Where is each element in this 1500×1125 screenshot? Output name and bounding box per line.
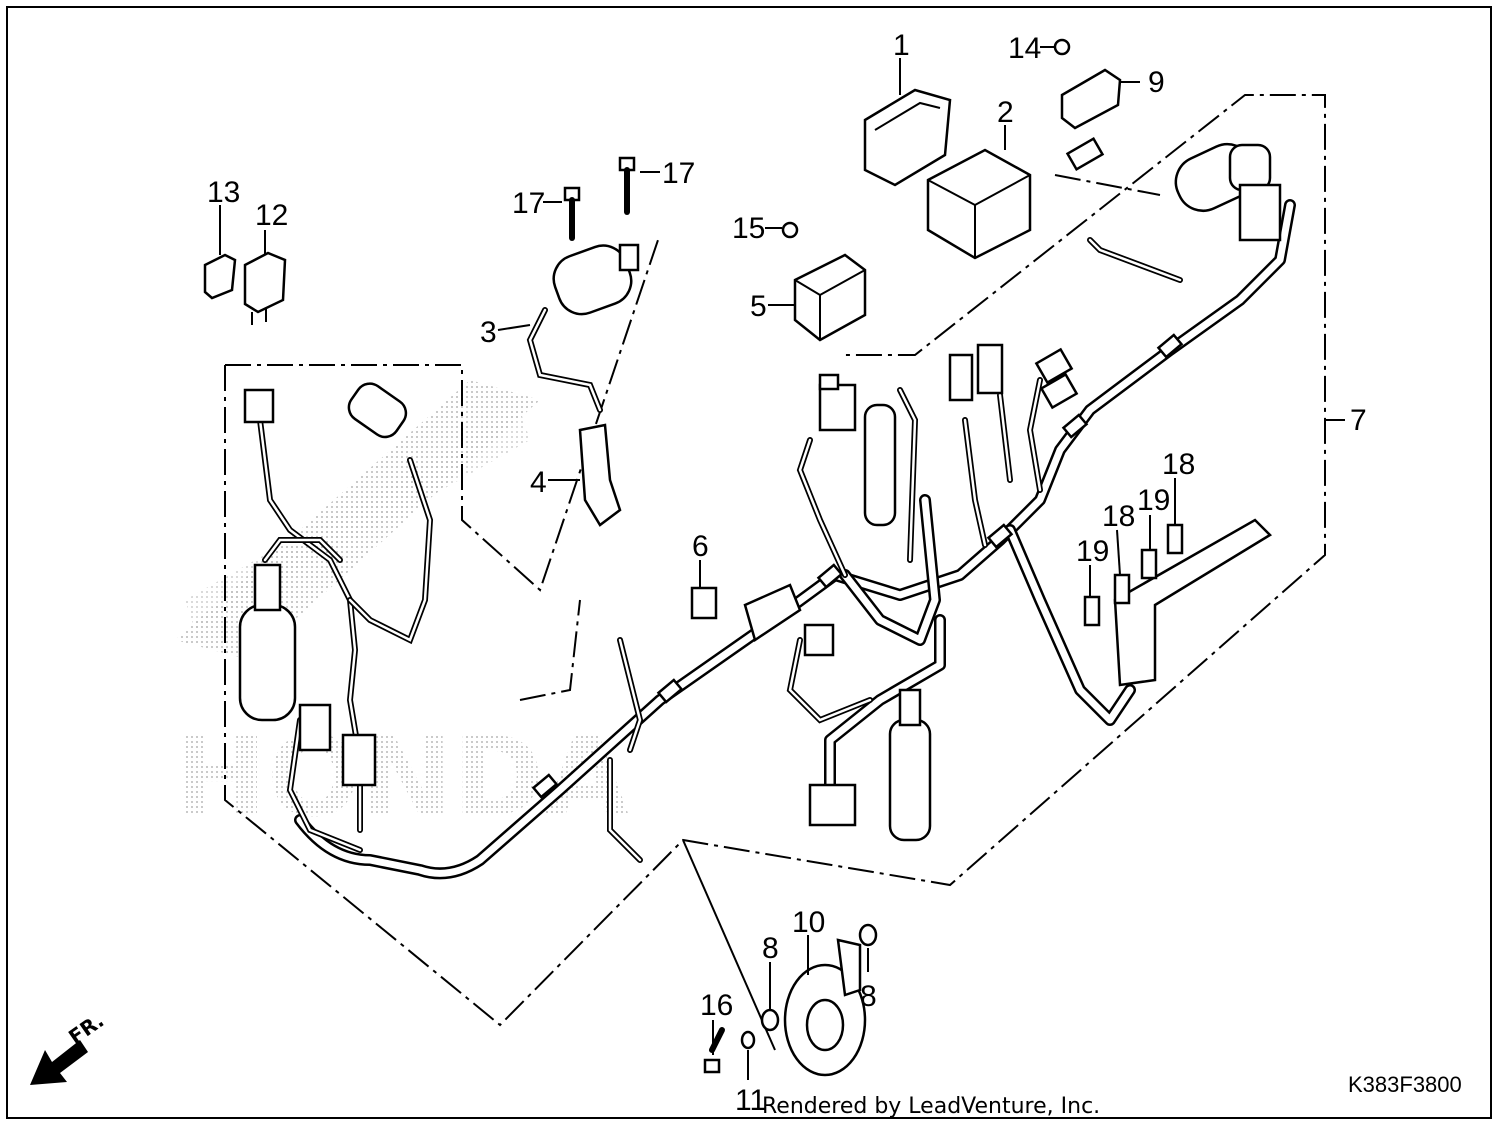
label-part-11: 11 (735, 1084, 766, 1117)
front-arrow-icon (30, 1040, 88, 1085)
part-2-control-unit (926, 148, 1032, 260)
label-part-6: 6 (692, 530, 709, 563)
part-9-sensor (1060, 68, 1122, 130)
label-part-2: 2 (997, 96, 1014, 129)
hardware (563, 38, 1071, 1074)
label-part-17b: 17 (662, 157, 695, 190)
part-13-cover (203, 253, 237, 300)
label-part-18b: 18 (1102, 500, 1135, 533)
label-part-15: 15 (732, 212, 765, 245)
leader-lines (219, 46, 1176, 1080)
part-labels: 1 2 3 4 5 6 7 8 8 9 10 11 12 13 14 15 16… (207, 29, 1367, 1117)
label-part-16: 16 (700, 989, 733, 1022)
front-direction-indicator: FR. (30, 1008, 108, 1085)
label-part-14: 14 (1008, 32, 1041, 65)
part-19-fuse-a (1083, 595, 1101, 627)
watermark-text: HONDA (175, 713, 629, 841)
label-part-3: 3 (480, 316, 497, 349)
label-part-8b: 8 (860, 980, 877, 1013)
main-wire-harness (257, 199, 1296, 880)
part-1-cover (863, 88, 952, 187)
label-part-10: 10 (792, 906, 825, 939)
part-18-fuse-b (1166, 523, 1184, 555)
part-10-horn (783, 938, 867, 1077)
label-part-8a: 8 (762, 932, 779, 965)
diagram-code: K383F3800 (1348, 1072, 1462, 1097)
front-label: FR. (64, 1008, 108, 1049)
group-outlines (224, 94, 1345, 1051)
part-14-bolt (1053, 38, 1071, 56)
render-credit: Rendered by LeadVenture, Inc. (762, 1094, 1100, 1119)
label-part-19a: 19 (1137, 484, 1170, 517)
part-16-bolt (703, 1058, 721, 1074)
fuse-box (1083, 518, 1273, 687)
label-part-5: 5 (750, 290, 767, 323)
harness-connectors (803, 136, 1282, 842)
part-8-washer-b (858, 923, 878, 947)
part-6-diode (690, 586, 718, 620)
left-subassembly (238, 382, 408, 787)
label-part-17a: 17 (512, 187, 545, 220)
part-5-relay (793, 253, 867, 342)
label-part-19b: 19 (1076, 535, 1109, 568)
label-part-12: 12 (255, 199, 288, 232)
part-3-ignition-coil (526, 243, 640, 413)
label-part-9: 9 (1148, 66, 1165, 99)
part-8-washer-a (760, 1008, 780, 1032)
part-11-nut (740, 1030, 756, 1050)
part-18-fuse-a (1113, 573, 1131, 605)
label-part-4: 4 (530, 466, 547, 499)
label-part-18a: 18 (1162, 448, 1195, 481)
part-4-plug-cap (578, 423, 622, 527)
label-part-1: 1 (893, 29, 910, 62)
label-part-7: 7 (1350, 404, 1367, 437)
part-19-fuse-b (1140, 548, 1158, 580)
honda-watermark: HONDA (175, 380, 629, 841)
label-part-13: 13 (207, 176, 240, 209)
part-12-relay (243, 251, 287, 325)
part-15-nut (781, 221, 799, 239)
